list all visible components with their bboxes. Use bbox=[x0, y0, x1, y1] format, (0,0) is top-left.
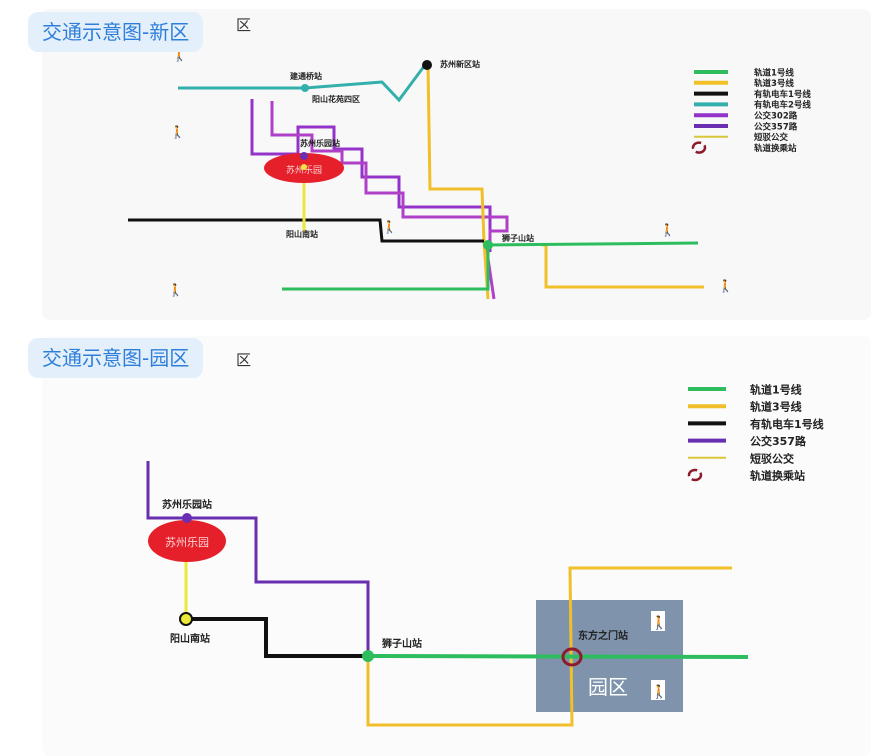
legend-label: 轨道3号线 bbox=[750, 400, 802, 414]
legend-label: 轨道换乘站 bbox=[750, 469, 805, 483]
legend-label: 轨道1号线 bbox=[754, 67, 794, 78]
xinqu-station-dot bbox=[422, 60, 432, 70]
metro-line-1 bbox=[282, 241, 699, 291]
jiantong-station-label: 建通桥站 bbox=[289, 71, 322, 81]
legend-label: 公交357路 bbox=[754, 121, 798, 132]
xinqu-station-label: 苏州新区站 bbox=[440, 59, 480, 69]
shizishan-station-label: 狮子山站 bbox=[501, 233, 534, 243]
metro-line-3 bbox=[426, 64, 490, 300]
legend-label: 公交357路 bbox=[750, 434, 807, 448]
suzhou-paradise-blob bbox=[148, 520, 226, 562]
walking-person-icon-bg bbox=[651, 611, 665, 631]
new-map-legend: 轨道1号线轨道3号线有轨电车1号线有轨电车2号线公交302路公交357路短驳公交… bbox=[691, 67, 811, 154]
tram-2-line bbox=[178, 64, 427, 103]
new-district-map: 苏州乐园 建通桥站 阳山花苑四区 苏州新区站 苏州乐园站 阳山南站 狮子山站 🚶… bbox=[42, 9, 871, 320]
leyuan-station-label: 苏州乐园站 bbox=[162, 498, 212, 511]
leyuan-station-dot bbox=[182, 513, 192, 523]
walking-person-icon: 🚶 bbox=[170, 125, 185, 139]
metro-line-3-east bbox=[542, 243, 704, 289]
tab-industrial-park[interactable]: 交通示意图-园区 bbox=[28, 338, 204, 378]
yangshannan-station-label: 阳山南站 bbox=[170, 632, 210, 645]
legend-swatch-interchange-icon bbox=[687, 468, 703, 482]
legend-label: 短驳公交 bbox=[750, 451, 794, 465]
legend-label: 轨道1号线 bbox=[750, 383, 802, 397]
legend-label: 轨道换乘站 bbox=[754, 143, 797, 154]
legend-label: 有轨电车2号线 bbox=[754, 100, 811, 111]
yangshannan-station-dot bbox=[179, 612, 193, 626]
legend-label: 轨道3号线 bbox=[754, 78, 794, 89]
bus-357-line bbox=[146, 461, 370, 656]
tram-1-line bbox=[128, 218, 484, 243]
leyuan-station-label: 苏州乐园站 bbox=[300, 138, 340, 148]
interchange-ring-icon bbox=[561, 647, 583, 667]
walking-person-icon: 🚶 bbox=[651, 615, 667, 631]
walking-person-icon: 🚶 bbox=[651, 684, 667, 700]
yangshannan-station-dot bbox=[301, 164, 307, 170]
industrial-park-map-svg: 园区 苏州乐园 苏州乐园站 阳山南站 狮子山站 东方之门站 🚶 🚶 轨道1号线轨… bbox=[146, 383, 824, 727]
tram-1-line bbox=[186, 617, 368, 658]
yangshannan-station-label: 阳山南站 bbox=[286, 229, 318, 239]
tab-tail-text: 区 bbox=[236, 351, 252, 369]
metro-line-3 bbox=[366, 566, 732, 727]
walking-person-icon: 🚶 bbox=[660, 223, 675, 237]
legend-label: 公交302路 bbox=[754, 110, 798, 121]
metro-line-1 bbox=[367, 654, 749, 659]
tab-new-district[interactable]: 交通示意图-新区 bbox=[28, 12, 204, 52]
walking-person-icon: 🚶 bbox=[718, 279, 733, 293]
legend-label: 有轨电车1号线 bbox=[754, 89, 811, 100]
suzhou-paradise-label: 苏州乐园 bbox=[165, 536, 209, 549]
legend-swatch-interchange-icon bbox=[691, 141, 707, 154]
industrial-park-map: 园区 苏州乐园 苏州乐园站 阳山南站 狮子山站 东方之门站 🚶 🚶 轨道1号线轨… bbox=[42, 336, 871, 756]
jiantong-station-dot bbox=[301, 84, 309, 92]
huayuan-station-label: 阳山花苑四区 bbox=[312, 94, 360, 104]
walking-person-icon: 🚶 bbox=[168, 283, 183, 297]
tab-industrial-park-label: 交通示意图-园区 bbox=[42, 346, 190, 370]
legend-label: 有轨电车1号线 bbox=[750, 417, 824, 431]
new-district-map-svg: 苏州乐园 建通桥站 阳山花苑四区 苏州新区站 苏州乐园站 阳山南站 狮子山站 🚶… bbox=[128, 48, 811, 300]
bus-357-line bbox=[270, 101, 509, 300]
shizishan-station-label: 狮子山站 bbox=[381, 637, 422, 650]
walking-person-icon: 🚶 bbox=[382, 220, 397, 234]
legend-label: 短驳公交 bbox=[754, 132, 789, 143]
dongfang-station-label: 东方之门站 bbox=[578, 629, 628, 642]
shizishan-station-dot bbox=[362, 650, 374, 662]
tab-tail-text: 区 bbox=[236, 16, 252, 34]
shizishan-station-dot bbox=[483, 240, 493, 250]
walking-person-icon-bg bbox=[651, 680, 665, 700]
tab-new-district-label: 交通示意图-新区 bbox=[42, 20, 190, 44]
leyuan-station-dot bbox=[300, 152, 308, 160]
park-district-label: 园区 bbox=[588, 675, 628, 699]
